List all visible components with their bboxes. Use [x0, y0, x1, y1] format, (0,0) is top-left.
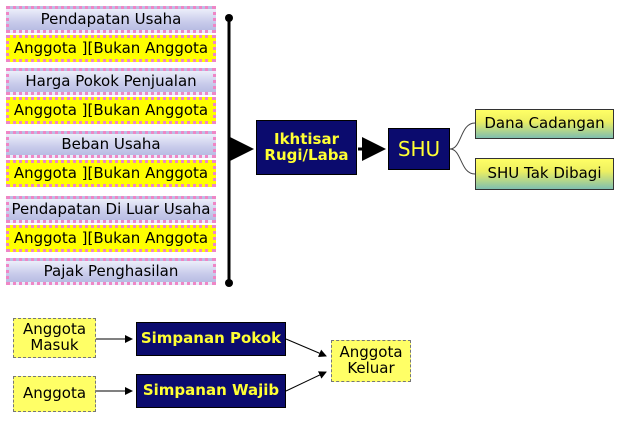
dana-cadangan-box: Dana Cadangan: [475, 109, 614, 139]
anggota-bukan-anggota-box-1: Anggota ][Bukan Anggota: [6, 35, 216, 62]
ikhtisar-line2: Rugi/Laba: [264, 145, 349, 164]
anggota-box: Anggota: [13, 376, 96, 412]
pendapatan-usaha-box: Pendapatan Usaha: [6, 6, 216, 33]
anggota-bukan-anggota-box-3: Anggota ][Bukan Anggota: [6, 160, 216, 187]
arrow-wajib-to-keluar: [285, 371, 327, 392]
arrow-pokok-to-keluar: [285, 338, 327, 357]
bracket-top-dot: [225, 14, 233, 22]
anggota-keluar-line2: Keluar: [347, 359, 395, 377]
bracket-bottom-dot: [225, 279, 233, 287]
pajak-penghasilan-box: Pajak Penghasilan: [6, 258, 216, 285]
anggota-keluar-box: Anggota Keluar: [331, 340, 411, 382]
anggota-masuk-line1: Anggota: [22, 320, 87, 339]
anggota-masuk-line2: Masuk: [30, 336, 79, 354]
anggota-bukan-anggota-box-2: Anggota ][Bukan Anggota: [6, 97, 216, 124]
beban-usaha-box: Beban Usaha: [6, 131, 216, 158]
simpanan-wajib-box: Simpanan Wajib: [136, 374, 286, 408]
harga-pokok-penjualan-box: Harga Pokok Penjualan: [6, 68, 216, 95]
simpanan-pokok-box: Simpanan Pokok: [136, 322, 286, 356]
ikhtisar-rugi-laba-box: Ikhtisar Rugi/Laba: [256, 120, 357, 175]
anggota-bukan-anggota-box-4: Anggota ][Bukan Anggota: [6, 225, 216, 252]
pendapatan-di-luar-usaha-box: Pendapatan Di Luar Usaha: [6, 196, 216, 223]
curve-to-dana-cadangan: [449, 122, 476, 150]
anggota-keluar-line1: Anggota: [339, 343, 403, 362]
curve-to-shu-tak-dibagi: [449, 148, 476, 175]
ikhtisar-line1: Ikhtisar: [274, 129, 339, 148]
shu-tak-dibagi-box: SHU Tak Dibagi: [475, 158, 614, 190]
shu-box: SHU: [388, 128, 450, 170]
anggota-masuk-box: Anggota Masuk: [13, 318, 96, 358]
